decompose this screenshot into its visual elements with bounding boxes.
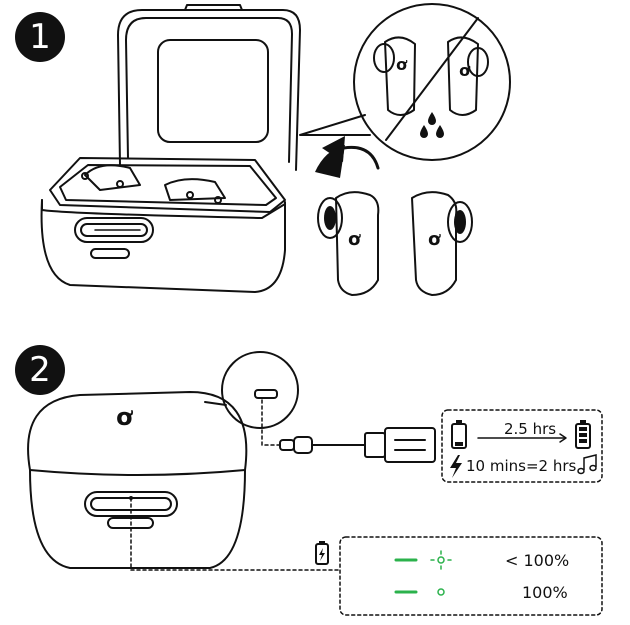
logo-mark: ơ	[428, 229, 441, 250]
charging-time-box	[441, 409, 603, 483]
charge-duration-label: 2.5 hrs	[504, 420, 557, 438]
fit-check-bubble	[299, 3, 511, 161]
earbuds-pair	[317, 191, 473, 296]
led-full-label: 100%	[522, 583, 568, 602]
led-full-indicator	[394, 588, 445, 596]
music-note-icon	[577, 454, 597, 475]
battery-full-icon	[575, 420, 591, 449]
logo-mark: ơ	[396, 55, 408, 74]
logo-mark: ơ	[459, 61, 471, 80]
battery-low-icon	[451, 420, 467, 449]
step-1-badge: 1	[15, 12, 65, 62]
battery-charging-icon	[315, 541, 329, 565]
port-zoom-bubble	[204, 351, 299, 429]
quick-charge-label: 10 mins=2 hrs	[466, 457, 577, 475]
open-charging-case	[40, 4, 301, 293]
logo-mark: ơ	[348, 229, 361, 250]
lightning-icon	[450, 455, 462, 478]
led-charging-label: < 100%	[505, 551, 570, 570]
step-2-badge: 2	[15, 345, 65, 395]
logo-mark: ơ	[116, 403, 133, 431]
water-drops-icon	[428, 112, 436, 125]
closed-charging-case	[27, 391, 248, 569]
led-status-box	[339, 536, 603, 616]
usb-cable	[261, 399, 436, 463]
led-charging-indicator	[394, 550, 452, 570]
